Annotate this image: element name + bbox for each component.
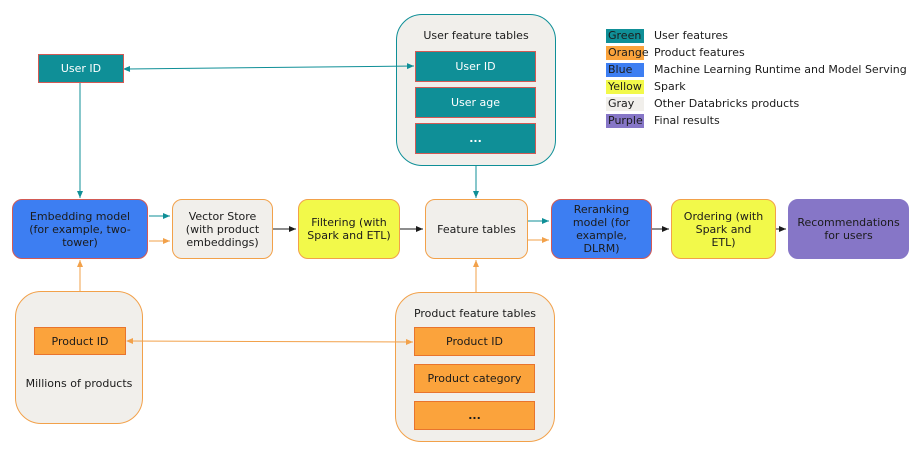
embedding-model-node: Embedding model (for example, two-tower) xyxy=(12,199,148,259)
legend-row-green: Green User features xyxy=(606,27,916,44)
legend-swatch-purple: Purple xyxy=(606,113,644,128)
product-feature-item-more: ... xyxy=(414,401,535,430)
legend-swatch-blue: Blue xyxy=(606,62,644,77)
legend-label-gray: Other Databricks products xyxy=(654,97,800,110)
product-feature-tables-title: Product feature tables xyxy=(413,307,537,320)
user-feature-item-user-age: User age xyxy=(415,87,536,118)
millions-of-products-group xyxy=(15,291,143,424)
product-feature-item-product-id: Product ID xyxy=(414,327,535,356)
legend: Green User features Orange Product featu… xyxy=(606,27,916,129)
legend-swatch-orange: Orange xyxy=(606,45,649,60)
legend-label-orange: Product features xyxy=(654,46,745,59)
legend-row-purple: Purple Final results xyxy=(606,112,916,129)
vector-store-node: Vector Store (with product embeddings) xyxy=(172,199,273,259)
edge-user-id-to-user-feature xyxy=(123,63,415,72)
legend-swatch-yellow: Yellow xyxy=(606,79,644,94)
legend-row-orange: Orange Product features xyxy=(606,44,916,61)
product-feature-item-category: Product category xyxy=(414,364,535,393)
product-id-node: Product ID xyxy=(34,327,126,355)
legend-label-blue: Machine Learning Runtime and Model Servi… xyxy=(654,63,907,76)
legend-label-purple: Final results xyxy=(654,114,720,127)
legend-row-blue: Blue Machine Learning Runtime and Model … xyxy=(606,61,916,78)
legend-swatch-green: Green xyxy=(606,28,644,43)
legend-row-gray: Gray Other Databricks products xyxy=(606,95,916,112)
legend-label-yellow: Spark xyxy=(654,80,686,93)
edge-product-id-to-product-feature xyxy=(126,338,414,345)
filtering-node: Filtering (with Spark and ETL) xyxy=(298,199,400,259)
legend-label-green: User features xyxy=(654,29,729,42)
feature-tables-node: Feature tables xyxy=(425,199,528,259)
legend-swatch-gray: Gray xyxy=(606,96,644,111)
user-id-node: User ID xyxy=(38,54,124,83)
user-feature-item-user-id: User ID xyxy=(415,51,536,82)
user-feature-item-more: ... xyxy=(415,123,536,154)
user-feature-tables-title: User feature tables xyxy=(423,29,529,42)
ordering-node: Ordering (with Spark and ETL) xyxy=(671,199,776,259)
reranking-model-node: Reranking model (for example, DLRM) xyxy=(551,199,652,259)
legend-row-yellow: Yellow Spark xyxy=(606,78,916,95)
millions-of-products-caption: Millions of products xyxy=(25,377,133,390)
recommendations-node: Recommendations for users xyxy=(788,199,909,259)
